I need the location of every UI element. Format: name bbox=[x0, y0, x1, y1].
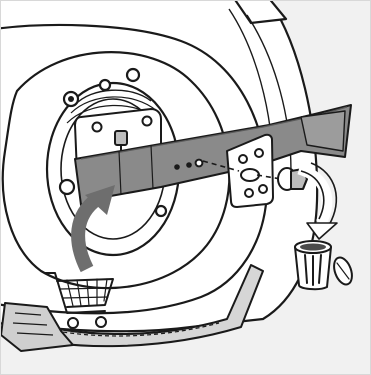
illustration-frame bbox=[0, 0, 371, 375]
blade-replacement-illustration bbox=[1, 1, 371, 375]
